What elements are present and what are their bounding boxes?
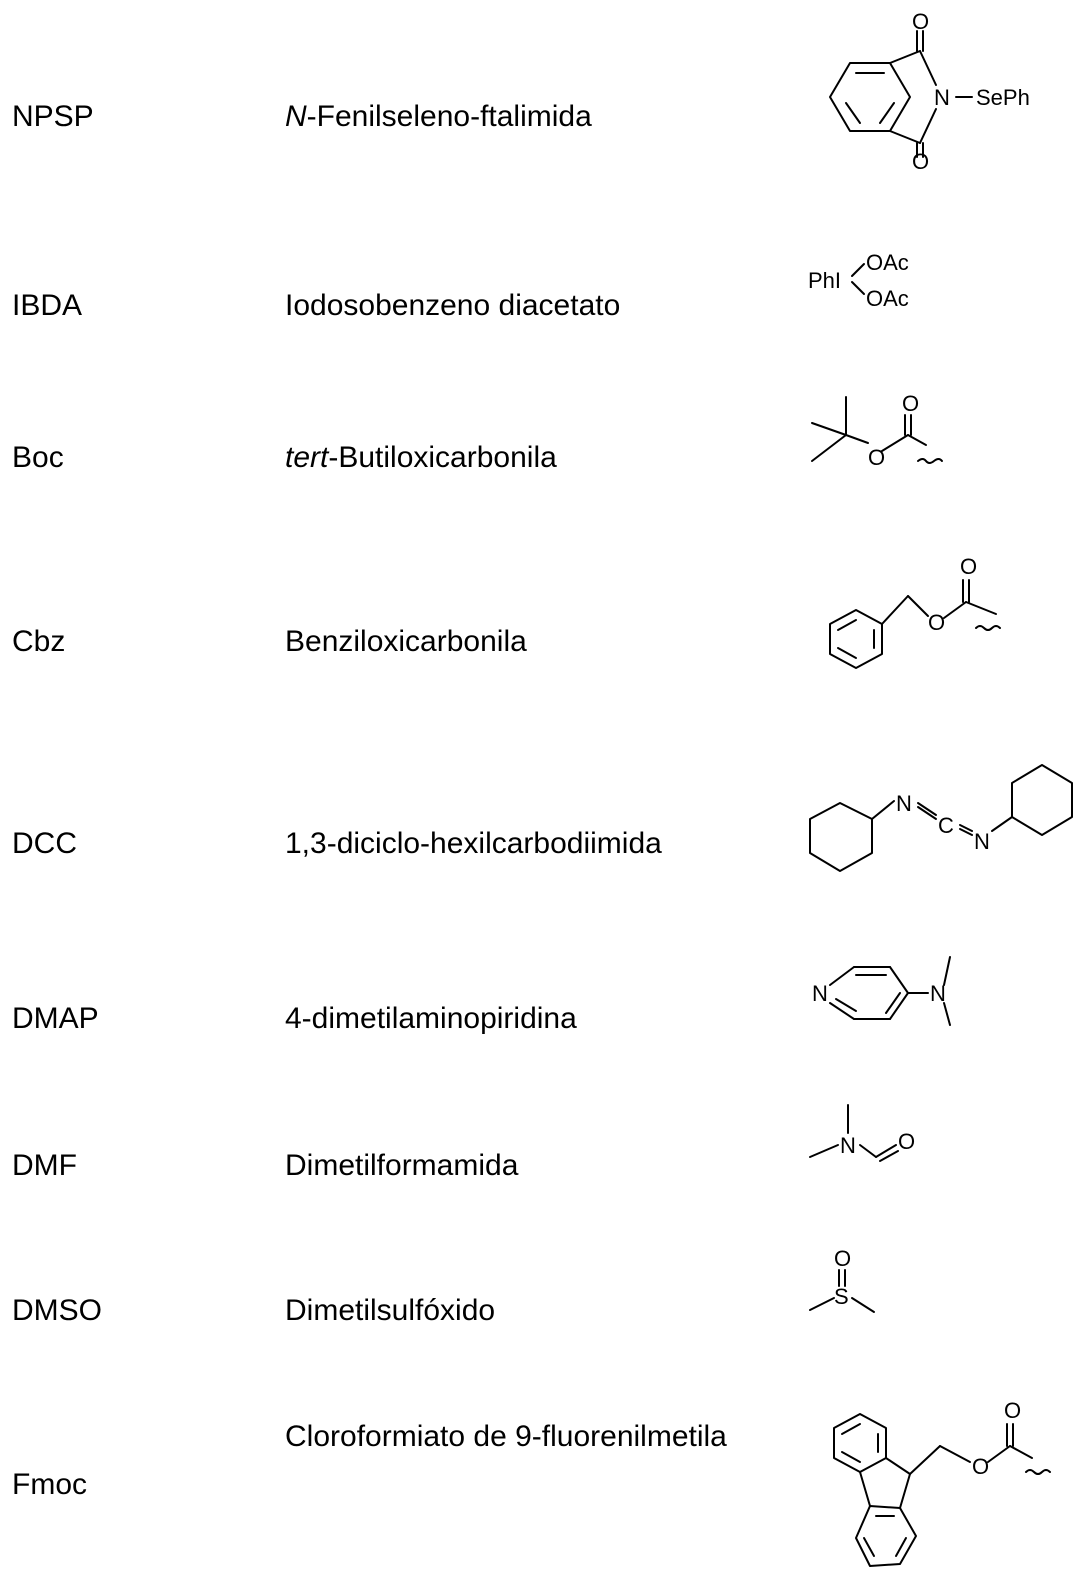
boc-o-ester: O xyxy=(868,445,885,470)
name-npsp-rest: -Fenilseleno-ftalimida xyxy=(306,100,592,133)
fmoc-benzene-bottom xyxy=(855,1505,917,1567)
name-dmap: 4-dimetilaminopiridina xyxy=(285,1002,577,1035)
ibda-oac-bottom: OAc xyxy=(866,286,909,311)
npsp-o-top: O xyxy=(912,9,929,34)
dmf-o: O xyxy=(898,1129,915,1154)
dmap-n-amine: N xyxy=(930,981,946,1006)
name-cbz: Benziloxicarbonila xyxy=(285,625,527,658)
abbreviation-boc: Boc xyxy=(12,441,64,474)
npsp-n: N xyxy=(934,85,950,110)
abbreviation-dmap: DMAP xyxy=(12,1002,99,1035)
name-fmoc: Cloroformiato de 9-fluorenilmetila xyxy=(285,1420,727,1453)
fmoc-o-carbonyl: O xyxy=(1004,1398,1021,1423)
ibda-phi: PhI xyxy=(808,268,841,293)
abbreviation-dmso: DMSO xyxy=(12,1294,102,1327)
dmso-o: O xyxy=(834,1246,851,1271)
dcc-n2: N xyxy=(974,829,990,854)
structure-dmap: N N xyxy=(812,956,951,1026)
name-boc-rest: -Butiloxicarbonila xyxy=(328,441,557,474)
abbreviation-fmoc: Fmoc xyxy=(12,1468,87,1501)
structure-ibda: PhI OAc OAc xyxy=(808,250,909,311)
dcc-cyclohexane-right xyxy=(1011,764,1073,836)
structure-fmoc: O O xyxy=(833,1398,1051,1567)
npsp-o-bottom: O xyxy=(912,149,929,174)
name-boc-italic: tert xyxy=(285,441,329,474)
cbz-o-ester: O xyxy=(928,610,945,635)
ibda-oac-top: OAc xyxy=(866,250,909,275)
npsp-seph: SePh xyxy=(976,85,1030,110)
dcc-n1: N xyxy=(896,791,912,816)
dmso-s: S xyxy=(834,1284,849,1309)
structure-dmso: O S xyxy=(809,1246,875,1313)
fmoc-o-ester: O xyxy=(972,1454,989,1479)
dcc-c: C xyxy=(938,813,954,838)
cbz-benzene-ring xyxy=(829,609,883,669)
abbreviation-dmf: DMF xyxy=(12,1149,77,1182)
abbreviation-dcc: DCC xyxy=(12,827,77,860)
name-dmf: Dimetilformamida xyxy=(285,1149,519,1182)
name-npsp-italic: N xyxy=(285,100,307,133)
boc-wavy-bond xyxy=(917,458,943,464)
structure-dmf: N O xyxy=(809,1104,915,1162)
name-ibda: Iodosobenzeno diacetato xyxy=(285,289,621,322)
boc-o-carbonyl: O xyxy=(902,391,919,416)
name-boc: tert-Butiloxicarbonila xyxy=(285,441,557,475)
name-dmso: Dimetilsulfóxido xyxy=(285,1294,496,1327)
structure-dcc: N C N xyxy=(809,764,1073,872)
structure-cbz: O O xyxy=(829,554,1001,669)
abbreviation-npsp: NPSP xyxy=(12,100,94,133)
structure-npsp: O O N SePh xyxy=(829,9,1030,174)
name-dcc: 1,3-diciclo-hexilcarbodiimida xyxy=(285,827,662,860)
dcc-cyclohexane-left xyxy=(809,802,873,872)
abbreviation-cbz: Cbz xyxy=(12,625,66,658)
cbz-o-carbonyl: O xyxy=(960,554,977,579)
cbz-wavy-bond xyxy=(975,625,1001,631)
dmf-n: N xyxy=(840,1133,856,1158)
structure-boc: O O xyxy=(811,391,943,470)
fmoc-wavy-bond xyxy=(1025,1469,1051,1475)
abbreviation-ibda: IBDA xyxy=(12,289,83,322)
name-npsp: N-Fenilseleno-ftalimida xyxy=(285,100,592,134)
dmap-n-ring: N xyxy=(812,981,828,1006)
